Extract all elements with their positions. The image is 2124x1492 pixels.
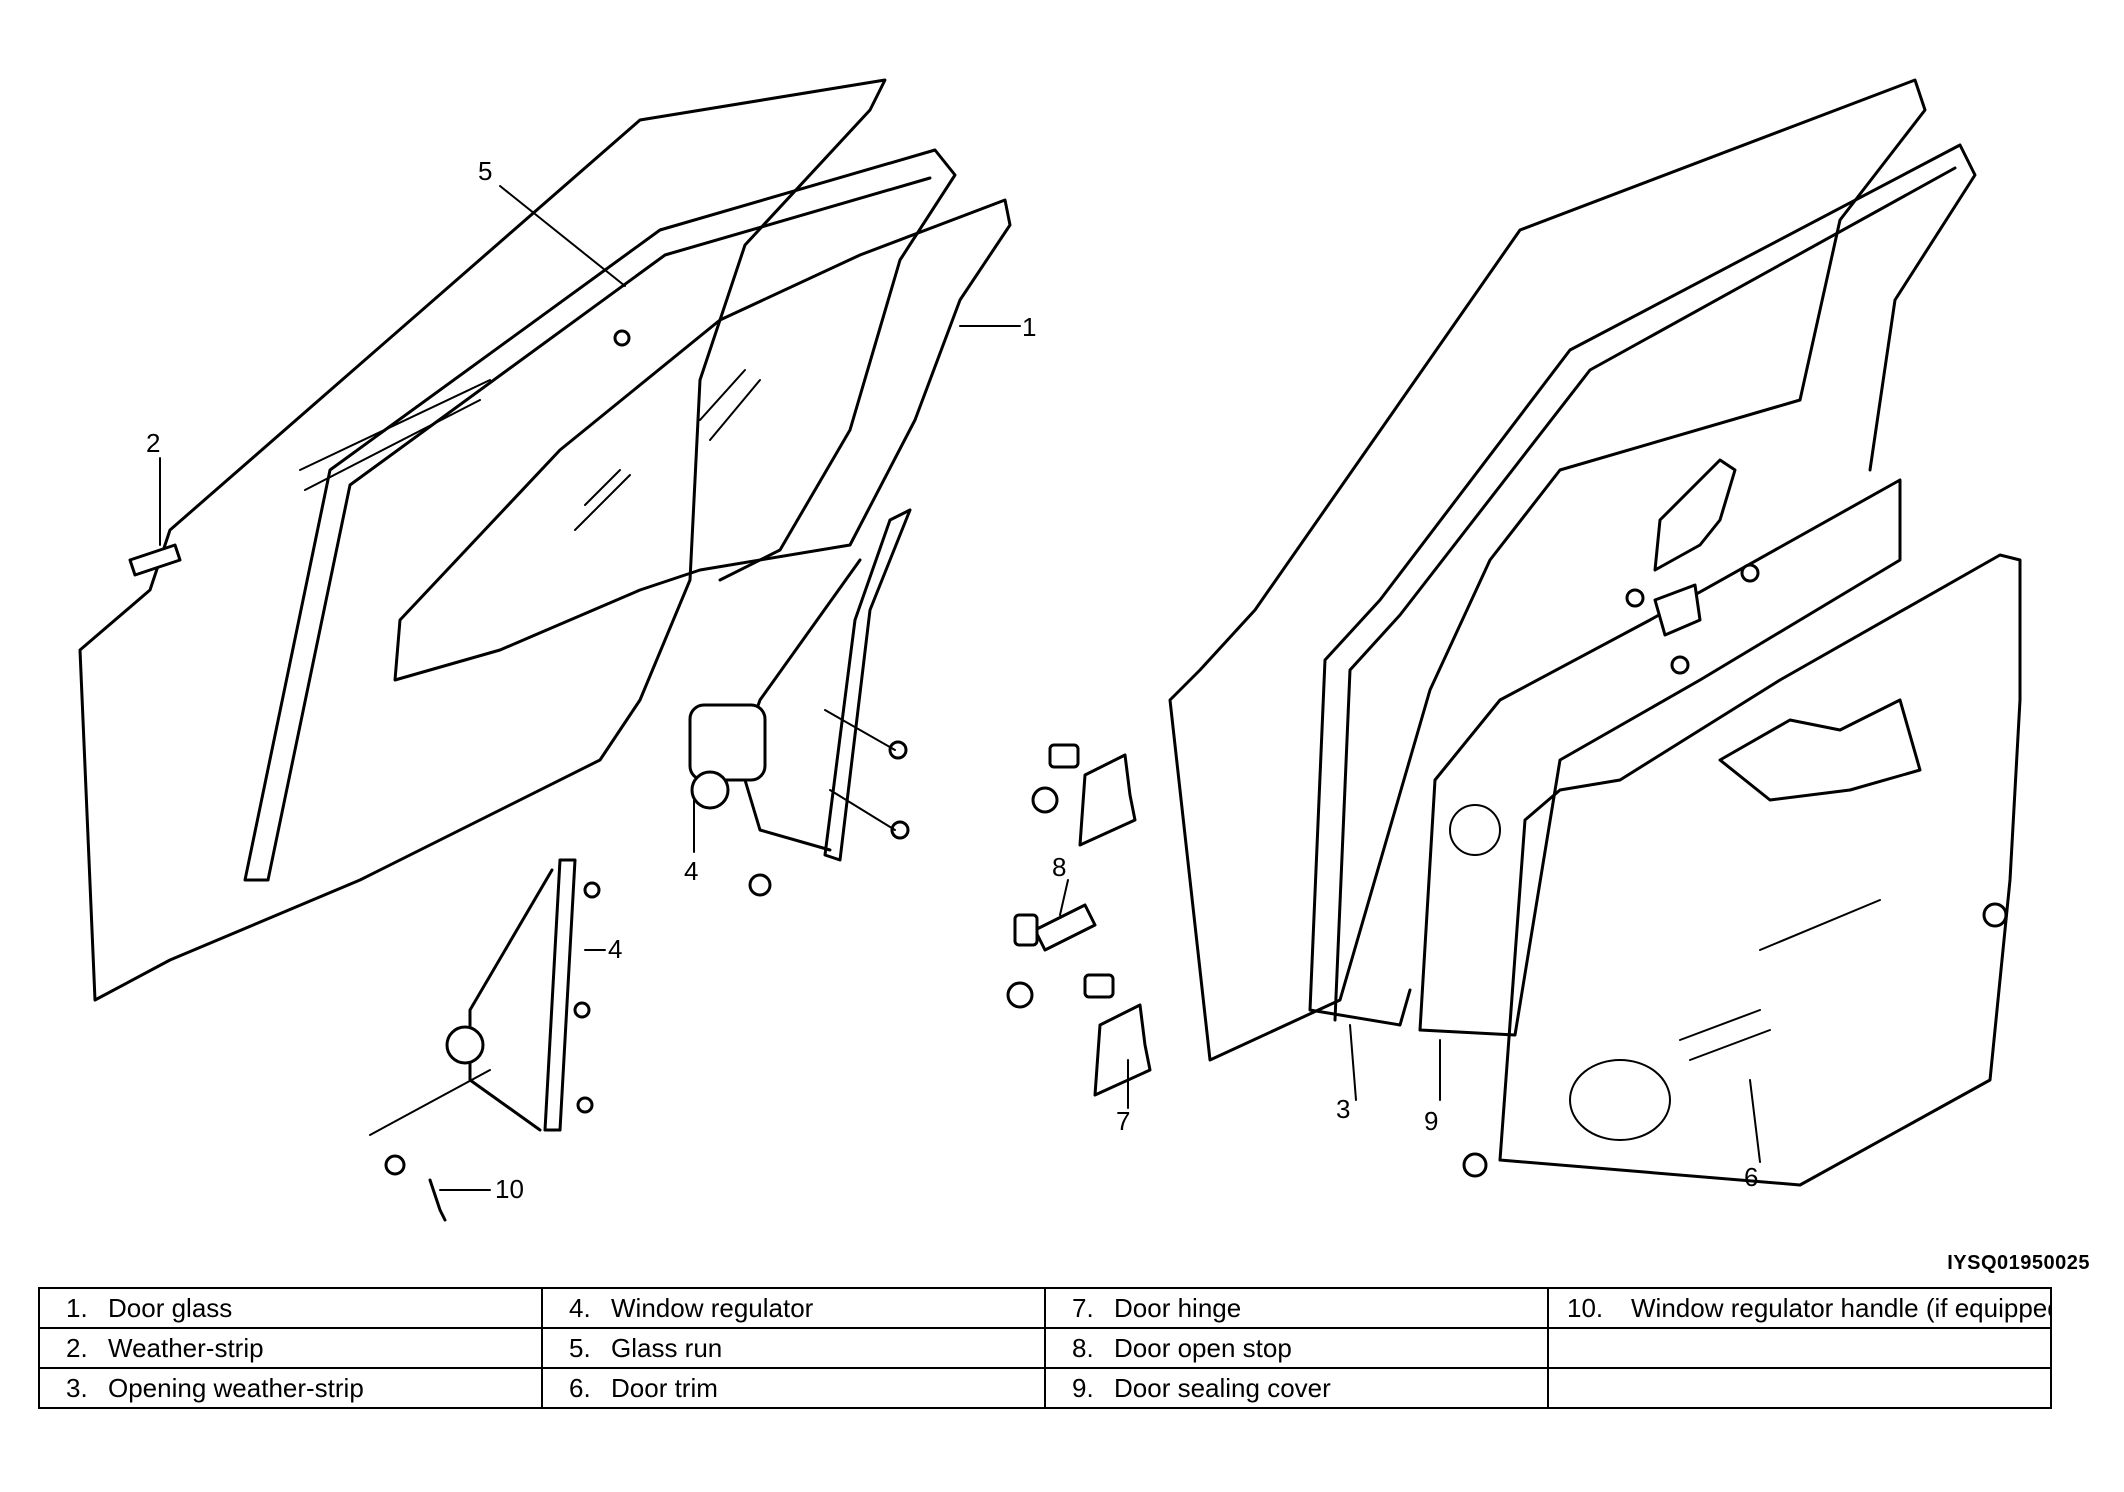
callout-3: 3 [1336, 1094, 1350, 1124]
legend-cell [1547, 1327, 2052, 1369]
legend-cell: 8.Door open stop [1044, 1327, 1549, 1369]
callout-5: 5 [478, 156, 492, 186]
legend-cell [1547, 1367, 2052, 1409]
legend-row: 2.Weather-strip 5.Glass run 8.Door open … [38, 1327, 2052, 1369]
glass-run [243, 148, 957, 882]
callout-8: 8 [1052, 852, 1066, 882]
legend-cell: 5.Glass run [541, 1327, 1046, 1369]
callout-1: 1 [1022, 312, 1036, 342]
legend-cell: 9.Door sealing cover [1044, 1367, 1549, 1409]
exploded-door-diagram: 1 2 3 4 4 5 6 7 8 9 10 [78, 78, 2022, 1222]
parts-legend-table: 1.Door glass 4.Window regulator 7.Door h… [38, 1287, 2052, 1409]
callout-7: 7 [1116, 1106, 1130, 1136]
legend-cell: 6.Door trim [541, 1367, 1046, 1409]
opening-weather-strip [1308, 143, 1977, 1027]
legend-cell: 1.Door glass [38, 1287, 543, 1329]
legend-cell: 3.Opening weather-strip [38, 1367, 543, 1409]
door-glass [393, 198, 1012, 682]
lower-door-hinge [1093, 1003, 1152, 1097]
callout-6: 6 [1744, 1162, 1758, 1192]
callout-4-power: 4 [684, 856, 698, 886]
door-outer-panel [78, 78, 887, 1002]
reference-code: IYSQ01950025 [1947, 1252, 2090, 1274]
manual-window-regulator [543, 858, 577, 1132]
power-window-regulator [823, 508, 912, 862]
legend-cell: 10.Window regulator handle (if equipped) [1547, 1287, 2052, 1329]
weather-strip-part [128, 543, 182, 577]
legend-row: 3.Opening weather-strip 6.Door trim 9.Do… [38, 1367, 2052, 1409]
door-shell [1168, 78, 1927, 1062]
door-trim [1498, 553, 2022, 1187]
legend-row: 1.Door glass 4.Window regulator 7.Door h… [38, 1287, 2052, 1329]
upper-door-hinge [1078, 753, 1137, 847]
callout-10: 10 [495, 1174, 524, 1204]
legend-cell: 4.Window regulator [541, 1287, 1046, 1329]
callout-2: 2 [146, 428, 160, 458]
callout-9: 9 [1424, 1106, 1438, 1136]
legend-cell: 7.Door hinge [1044, 1287, 1549, 1329]
callout-leaders [159, 185, 1761, 1191]
regulator-motor [688, 703, 767, 782]
callout-4-manual: 4 [608, 934, 622, 964]
door-sealing-cover [1418, 478, 1902, 1037]
legend-cell: 2.Weather-strip [38, 1327, 543, 1369]
door-open-stop-part [1033, 903, 1097, 952]
